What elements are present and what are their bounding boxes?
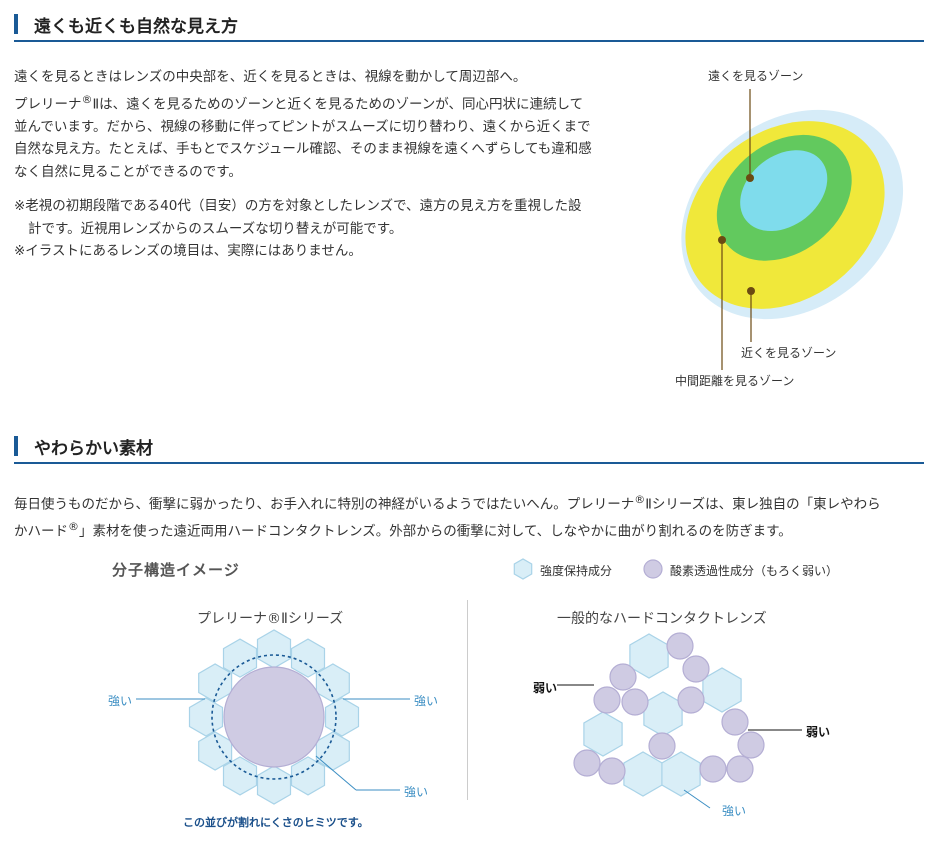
oxygen-circle — [737, 731, 765, 759]
oxygen-circle — [573, 749, 601, 777]
legend-circle-icon — [643, 559, 663, 579]
strength-hexagon — [290, 638, 326, 678]
strength-hexagon — [315, 663, 350, 703]
left-strong-label-bottom: 強い — [404, 785, 429, 799]
strength-hexagon — [661, 751, 701, 797]
bond-ring — [211, 654, 337, 780]
bottom-strong-leader — [683, 789, 711, 809]
section1-notes: ※老視の初期段階である40代（目安）の方を対象としたレンズで、遠方の見え方を重視… — [14, 195, 634, 263]
para-line: 毎日使うものだから、衝撃に弱かったり、お手入れに特別の神経がいるようではたいへん… — [14, 489, 934, 516]
para-line: 遠くを見るときはレンズの中央部を、近くを見るときは、視線を動かして周辺部へ。 — [14, 69, 527, 85]
product-name: プレリーナ — [14, 96, 82, 112]
para-text: Ⅱは、遠くを見るためのゾーンと近くを見るためのゾーンが、同心円状に連続して — [92, 96, 584, 112]
note-line: ※イラストにあるレンズの境目は、実際にはありません。 — [14, 243, 362, 259]
para-line: 並んでいます。だから、視線の移動に伴ってピントがスムーズに切り替わり、遠くから近… — [14, 118, 591, 135]
left-diagram-title: プレリーナ®Ⅱシリーズ — [197, 611, 344, 627]
right-weak-label-right: 弱い — [806, 725, 831, 739]
strength-hexagon — [188, 697, 224, 737]
heading-accent-bar — [14, 14, 18, 34]
oxygen-circle — [726, 755, 754, 783]
legend-hex-icon — [513, 558, 533, 580]
note-line: 計です。近視用レンズからのスムーズな切り替えが可能です。 — [28, 220, 403, 237]
para-line: プレリーナ®Ⅱは、遠くを見るためのゾーンと近くを見るためのゾーンが、同心円状に連… — [14, 89, 634, 116]
right-strong-label-bottom: 強い — [722, 804, 747, 818]
section1-paragraph: 遠くを見るときはレンズの中央部を、近くを見るときは、視線を動かして周辺部へ。 プ… — [14, 66, 634, 183]
oxygen-circle — [682, 655, 710, 683]
molecular-structure-title: 分子構造イメージ — [112, 561, 240, 579]
strength-hexagon — [290, 756, 326, 796]
strength-hexagon — [324, 697, 360, 737]
strength-hexagon — [198, 731, 233, 771]
oxygen-circle — [648, 732, 676, 760]
registered-mark: ® — [81, 92, 93, 106]
near-zone-dot — [747, 287, 755, 295]
section-heading-soft-material: やわらかい素材 — [14, 428, 924, 464]
oxygen-circle — [609, 663, 637, 691]
strength-hexagon — [702, 667, 742, 713]
lens-far-zone — [740, 150, 828, 232]
para-text: 」素材を使った遠近両用ハードコンタクトレンズ。外部からの衝撃に対して、しなやかに… — [79, 523, 792, 540]
section2-paragraph: 毎日使うものだから、衝撃に弱かったり、お手入れに特別の神経がいるようではたいへん… — [14, 489, 934, 543]
strength-hexagon — [222, 756, 258, 796]
para-line: なく自然に見ることができるのです。 — [14, 163, 242, 180]
lens-zone-illustration — [681, 89, 904, 370]
right-weak-label-left: 弱い — [533, 681, 558, 695]
legend-circle-label: 酸素透過性成分（もろく弱い） — [670, 564, 839, 578]
center-oxygen-circle — [223, 666, 325, 768]
near-zone-label: 近くを見るゾーン — [741, 346, 837, 360]
strength-hexagon — [198, 663, 233, 703]
right-diagram-title: 一般的なハードコンタクトレンズ — [557, 611, 767, 627]
oxygen-circle — [593, 686, 621, 714]
para-text: 毎日使うものだから、衝撃に弱かったり、お手入れに特別の神経がいるようではたいへん… — [14, 496, 635, 513]
diagram-divider — [467, 600, 468, 800]
middle-zone-label: 中間距離を見るゾーン — [675, 374, 795, 388]
strength-hexagon — [629, 633, 669, 679]
strength-hexagon — [256, 629, 292, 669]
far-zone-label: 遠くを見るゾーン — [708, 69, 804, 83]
para-text: かハード — [14, 523, 68, 540]
heading-accent-bar — [14, 436, 18, 456]
strength-hexagon — [583, 711, 623, 757]
strength-hexagon — [315, 731, 350, 771]
far-zone-dot — [746, 174, 754, 182]
legend-hex-label: 強度保持成分 — [540, 564, 613, 578]
bottom-strong-leader — [315, 755, 357, 791]
strength-hexagon — [643, 691, 683, 737]
para-line: 自然な見え方。たとえば、手もとでスケジュール確認、そのまま視線を遠くへずらしても… — [14, 141, 592, 157]
section-title: やわらかい素材 — [34, 439, 153, 459]
oxygen-circle — [699, 755, 727, 783]
left-diagram-caption: この並びが割れにくさのヒミツです。 — [183, 816, 369, 829]
strength-hexagon — [222, 638, 258, 678]
section-heading-natural-vision: 遠くも近くも自然な見え方 — [14, 6, 924, 42]
para-text: Ⅱシリーズは、東レ独自の「東レやわら — [645, 496, 881, 513]
strength-hexagon — [623, 751, 663, 797]
oxygen-circle — [621, 688, 649, 716]
oxygen-circle — [721, 708, 749, 736]
left-strong-label-right: 強い — [414, 694, 439, 708]
registered-mark: ® — [634, 493, 646, 506]
left-strong-label-left: 強い — [108, 694, 133, 708]
oxygen-circle — [677, 686, 705, 714]
para-line: かハード®」素材を使った遠近両用ハードコンタクトレンズ。外部からの衝撃に対して、… — [14, 516, 934, 543]
strength-hexagon — [256, 765, 292, 805]
section-title: 遠くも近くも自然な見え方 — [34, 17, 238, 37]
registered-mark: ® — [68, 520, 79, 533]
oxygen-circle — [666, 632, 694, 660]
middle-zone-dot — [718, 236, 726, 244]
oxygen-circle — [598, 757, 626, 785]
note-line: ※老視の初期段階である40代（目安）の方を対象としたレンズで、遠方の見え方を重視… — [14, 198, 582, 214]
